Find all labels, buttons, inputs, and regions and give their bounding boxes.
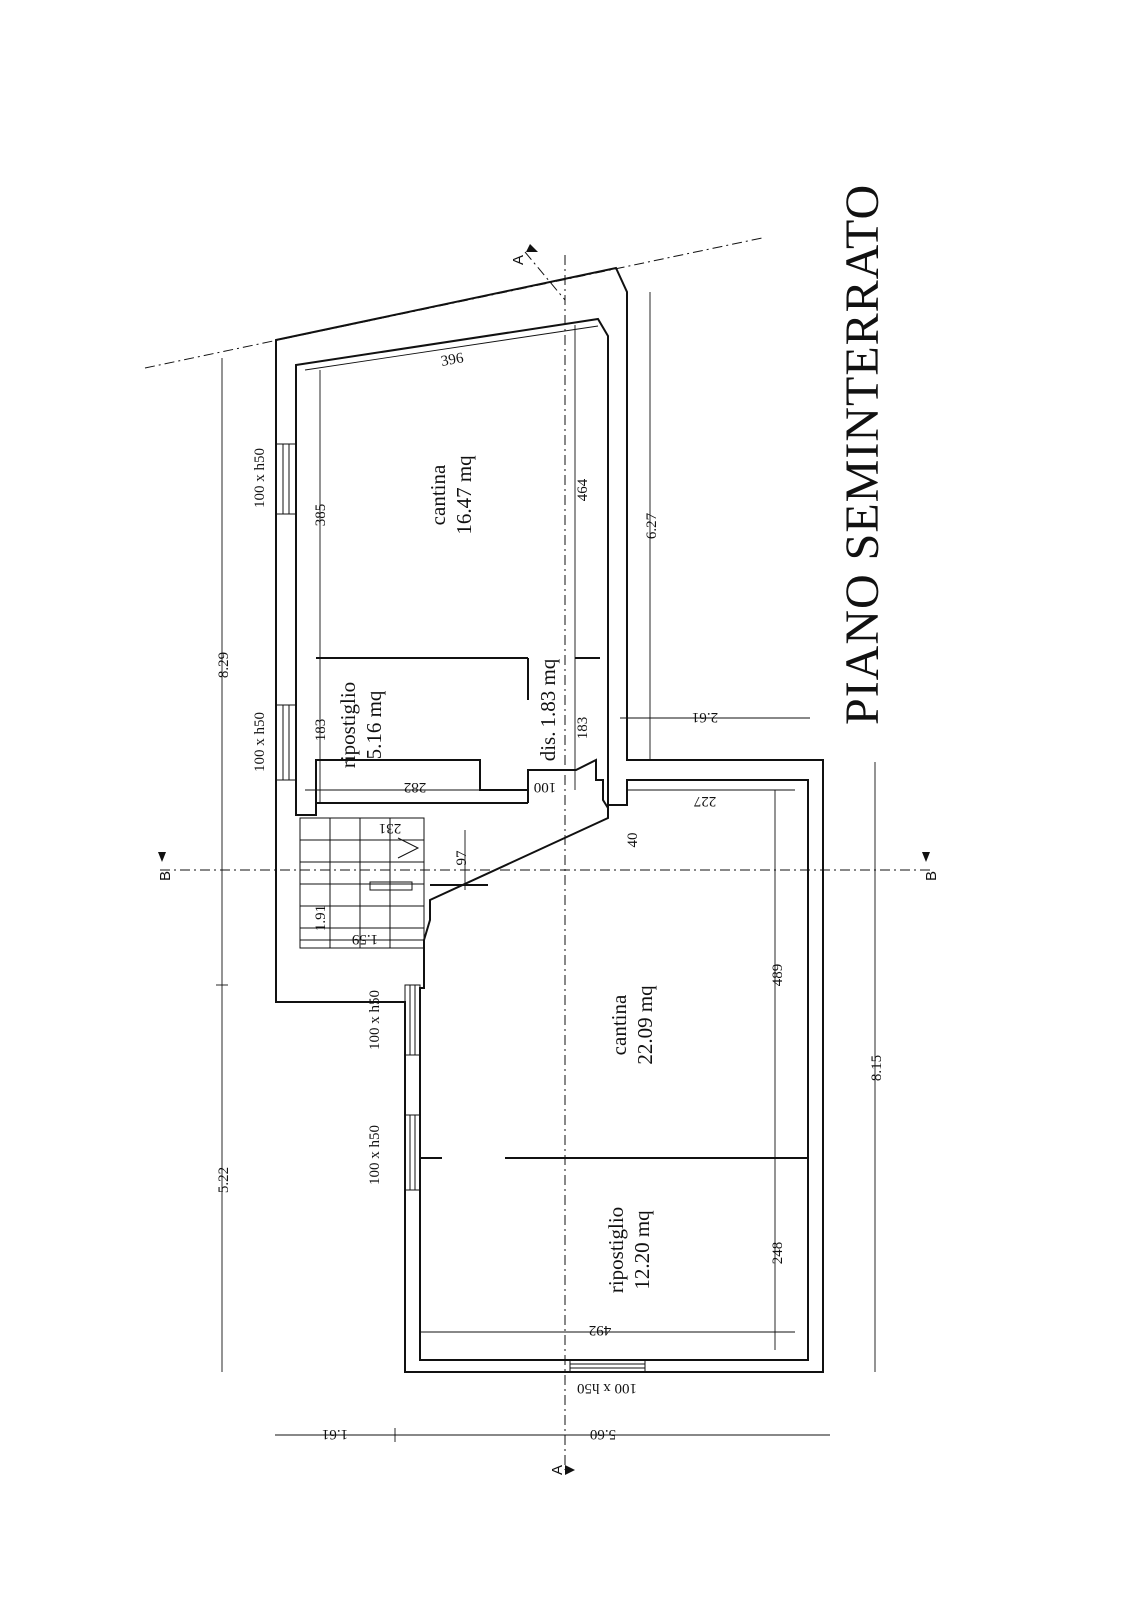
room-name: ripostiglio — [336, 682, 360, 768]
room-ripostiglio-1: ripostiglio 5.16 mq — [336, 682, 386, 768]
section-label: A — [549, 1465, 566, 1475]
window-2 — [275, 704, 297, 781]
dim-261: 2.61 — [692, 709, 718, 725]
section-label: A — [510, 255, 527, 265]
dim-248: 248 — [770, 1242, 786, 1265]
room-cantina-1: cantina 16.47 mq — [426, 455, 476, 535]
window-label-2: 100 x h50 — [252, 712, 268, 772]
dim-183-right: 183 — [575, 717, 591, 740]
window-3 — [404, 984, 421, 1056]
window-label-3: 100 x h50 — [367, 990, 383, 1050]
outer-wall — [275, 266, 824, 1373]
section-marker-a-bottom: A — [549, 1465, 575, 1475]
window-5 — [569, 1359, 646, 1373]
window-label-1: 100 x h50 — [252, 448, 268, 508]
section-label: B — [923, 871, 940, 881]
dim-489: 489 — [770, 964, 786, 987]
dim-100: 100 — [534, 779, 557, 795]
dim-231: 231 — [379, 820, 402, 836]
window-1 — [275, 443, 297, 515]
dim-396: 396 — [440, 350, 465, 370]
section-label: B — [157, 871, 174, 881]
dim-560: 5.60 — [590, 1426, 616, 1442]
dim-815: 8.15 — [869, 1055, 885, 1081]
dim-829: 8.29 — [216, 652, 232, 678]
room-ripostiglio-2: ripostiglio 12.20 mq — [604, 1207, 654, 1293]
dim-97: 97 — [454, 850, 470, 866]
dim-627: 6.27 — [644, 512, 660, 539]
dim-522: 5.22 — [216, 1167, 232, 1193]
dimension-lines — [216, 292, 876, 1442]
room-cantina-2: cantina 22.09 mq — [607, 985, 657, 1065]
window-4 — [404, 1114, 421, 1191]
staircase — [299, 817, 425, 949]
room-dis: dis. 1.83 mq — [536, 658, 560, 761]
window-label-5: 100 x h50 — [577, 1380, 637, 1396]
section-marker-a-top: A — [510, 244, 538, 265]
dim-40: 40 — [625, 833, 641, 848]
dim-282: 282 — [404, 779, 427, 795]
room-name: ripostiglio — [604, 1207, 628, 1293]
window-label-4: 100 x h50 — [367, 1125, 383, 1185]
dim-464: 464 — [575, 478, 591, 501]
room-area: 12.20 mq — [630, 1210, 654, 1290]
dim-161: 1.61 — [322, 1426, 348, 1442]
room-name: cantina — [607, 994, 631, 1055]
section-line-a-top — [524, 251, 566, 301]
section-marker-b-right: B — [922, 852, 940, 881]
room-area: 22.09 mq — [633, 985, 657, 1065]
room-name: cantina — [426, 464, 450, 525]
dim-159: 1.59 — [352, 931, 378, 947]
dim-492: 492 — [589, 1322, 612, 1338]
room-area: 1.83 mq — [536, 658, 560, 727]
plan-title: PIANO SEMINTERRATO — [836, 184, 889, 725]
dim-183-left: 183 — [313, 719, 329, 742]
room-area: 5.16 mq — [362, 690, 386, 759]
room-area: 16.47 mq — [452, 455, 476, 535]
dim-191: 1.91 — [313, 905, 329, 931]
dim-385: 385 — [313, 504, 329, 527]
dim-227: 227 — [693, 793, 716, 809]
room-name: dis. — [536, 732, 560, 762]
section-marker-b-left: B — [157, 852, 174, 881]
room-label: dis. 1.83 mq — [536, 658, 560, 761]
